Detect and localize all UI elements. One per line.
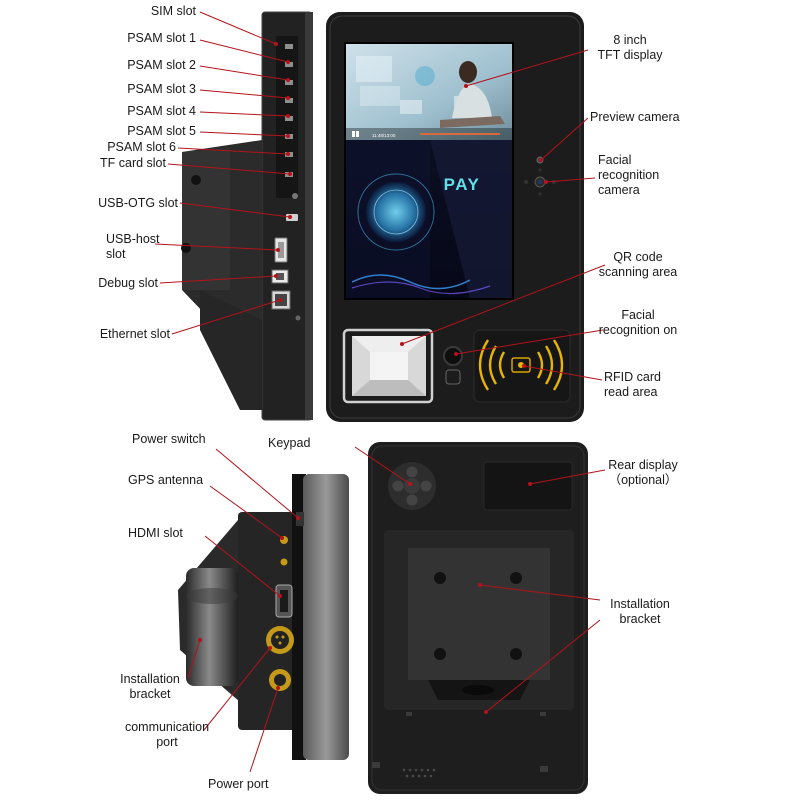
label-psam-slot-3: PSAM slot 3 xyxy=(127,82,196,96)
pay-text: PAY xyxy=(444,175,481,194)
label-gps-antenna: GPS antenna xyxy=(128,473,204,487)
label-tf-card-slot: TF card slot xyxy=(100,156,166,170)
label-facial-camera: Facial recognition camera xyxy=(598,153,660,197)
label-rfid-area: RFID card read area xyxy=(604,370,661,399)
label-psam-slot-4: PSAM slot 4 xyxy=(127,104,196,118)
label-communication-port: communication port xyxy=(124,720,210,749)
leader-dots xyxy=(198,42,548,714)
front-view: PAY 11:48/13:00 xyxy=(326,12,584,422)
side-view-bottom xyxy=(178,474,349,760)
label-keypad: Keypad xyxy=(268,436,311,450)
label-installation-bracket-right: Installation bracket xyxy=(610,597,670,626)
label-power-switch: Power switch xyxy=(132,432,206,446)
label-preview-camera: Preview camera xyxy=(590,110,680,124)
label-ethernet-slot: Ethernet slot xyxy=(99,327,170,341)
label-psam-slot-2: PSAM slot 2 xyxy=(127,58,196,72)
label-usb-host-slot: USB-host slot xyxy=(106,232,160,261)
side-view-top xyxy=(181,11,313,421)
label-usb-otg-slot: USB-OTG slot xyxy=(98,196,178,210)
leader-lines xyxy=(154,11,606,773)
label-tft-display: 8 inch TFT display xyxy=(597,33,663,62)
label-psam-slot-6: PSAM slot 6 xyxy=(107,140,176,154)
back-view xyxy=(368,442,588,794)
label-sim-slot: SIM slot xyxy=(150,4,196,18)
label-rear-display: Rear display （optional） xyxy=(608,458,678,487)
label-qr-area: QR code scanning area xyxy=(598,250,678,279)
video-time: 11:48/13:00 xyxy=(372,133,396,138)
label-power-port: Power port xyxy=(208,777,269,791)
label-psam-slot-1: PSAM slot 1 xyxy=(127,31,196,45)
label-installation-bracket-left: Installation bracket xyxy=(120,672,180,701)
label-psam-slot-5: PSAM slot 5 xyxy=(127,124,196,138)
label-facial-on: Facial recognition on xyxy=(598,308,678,337)
label-hdmi-slot: HDMI slot xyxy=(128,526,183,540)
label-debug-slot: Debug slot xyxy=(98,276,158,290)
